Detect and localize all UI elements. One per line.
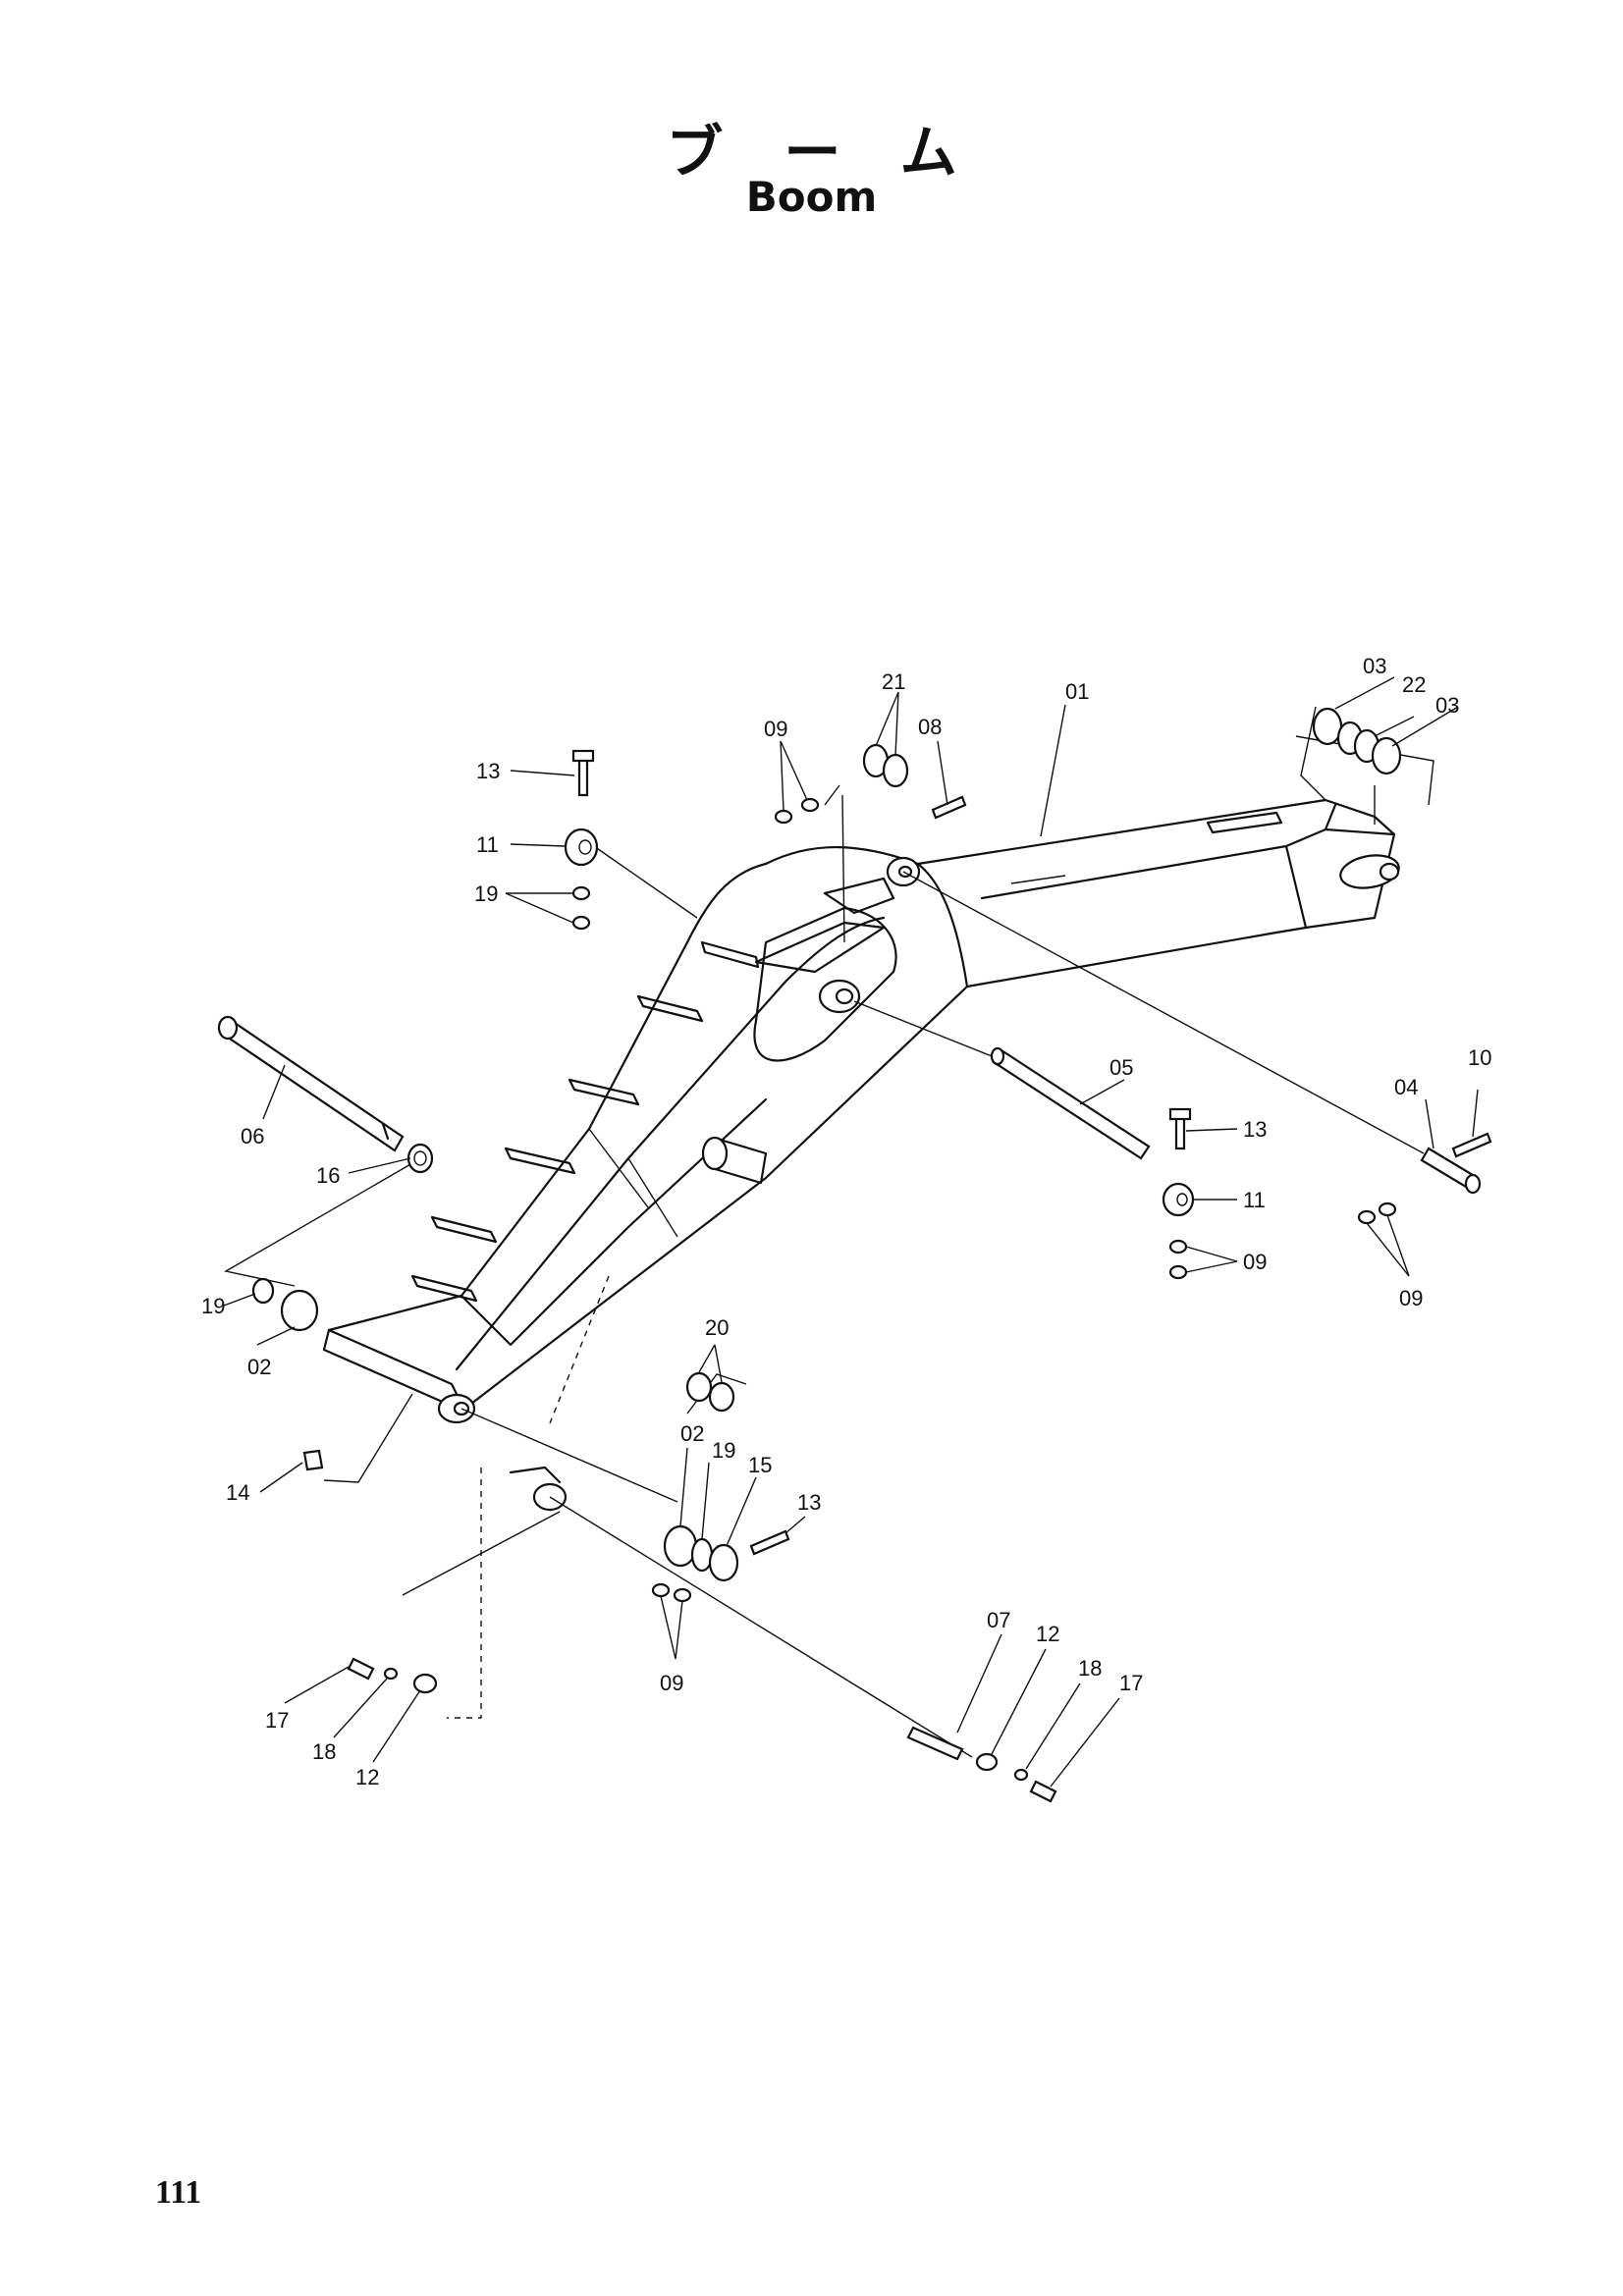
callout-22: 22 [1402, 672, 1426, 697]
callout-12-b: 12 [355, 1765, 379, 1789]
bushing-02-left [280, 1289, 319, 1332]
callout-01: 01 [1065, 679, 1089, 704]
bushing-03-b [1371, 736, 1402, 775]
pin-05 [990, 1046, 1151, 1160]
page-title-english: Boom [745, 173, 878, 221]
callout-10: 10 [1468, 1045, 1491, 1070]
washer-18-right [1013, 1768, 1029, 1782]
washer-20-b [708, 1381, 735, 1413]
callout-11-a: 11 [476, 832, 499, 857]
bolt-10 [1451, 1132, 1492, 1158]
boom-body [322, 798, 1400, 1512]
plate-15 [708, 1543, 739, 1582]
nut-19-a [571, 885, 591, 901]
callout-06: 06 [241, 1124, 264, 1148]
nut-19-b [571, 915, 591, 931]
callout-05: 05 [1109, 1055, 1133, 1080]
callout-19-a: 19 [474, 881, 498, 906]
callout-13-c: 13 [797, 1490, 821, 1515]
callout-09-c: 09 [1399, 1286, 1423, 1310]
ring-16 [406, 1143, 434, 1174]
callout-09-d: 09 [660, 1671, 683, 1695]
callout-18-b: 18 [312, 1739, 336, 1764]
callout-21: 21 [882, 669, 905, 694]
callout-19-c: 19 [712, 1438, 735, 1463]
bushing-02-bottom [663, 1524, 698, 1568]
grease-fitting-14 [302, 1449, 324, 1471]
callout-09-b: 09 [1243, 1250, 1267, 1274]
callout-18-a: 18 [1078, 1656, 1102, 1681]
callout-13-a: 13 [476, 759, 500, 783]
callout-15: 15 [748, 1453, 772, 1477]
callout-07: 07 [987, 1608, 1010, 1632]
ring-19-left [251, 1277, 275, 1305]
plate-12-left [412, 1673, 438, 1694]
pin-06 [217, 1015, 405, 1152]
spacer-11-mid [1162, 1182, 1195, 1217]
callout-08: 08 [918, 715, 942, 739]
callout-09-a: 09 [764, 717, 787, 741]
page-number: 111 [155, 2174, 202, 2211]
callout-17-b: 17 [265, 1708, 289, 1733]
washer-21-b [882, 753, 909, 788]
pin-07 [906, 1726, 964, 1761]
plate-12-right [975, 1752, 999, 1772]
callout-11-b: 11 [1243, 1188, 1266, 1212]
callout-labels: 01 03 22 03 21 09 08 13 11 19 06 16 05 1… [201, 654, 1491, 1789]
page-title-japanese: ブーム [666, 119, 1018, 186]
callout-13-b: 13 [1243, 1117, 1267, 1142]
callout-03-a: 03 [1363, 654, 1386, 678]
ring-19-bottom [690, 1537, 714, 1573]
callout-12-a: 12 [1036, 1622, 1059, 1646]
callout-04: 04 [1394, 1075, 1418, 1099]
washer-18-left [383, 1667, 399, 1681]
callout-02-b: 02 [680, 1421, 704, 1446]
callout-14: 14 [226, 1480, 249, 1505]
bolt-13-bottom [749, 1529, 790, 1556]
washer-20-a [685, 1371, 713, 1403]
bolt-17-right [1029, 1780, 1057, 1803]
callout-03-b: 03 [1435, 693, 1459, 718]
assembly-lines [224, 706, 1434, 1758]
callout-16: 16 [316, 1163, 340, 1188]
callout-17-a: 17 [1119, 1671, 1143, 1695]
callout-leaders [223, 676, 1479, 1788]
spacer-11-top [564, 828, 599, 867]
bolt-17-left [347, 1657, 375, 1681]
callout-20: 20 [705, 1315, 729, 1340]
callout-02-a: 02 [247, 1355, 271, 1379]
callout-19-b: 19 [201, 1294, 225, 1318]
parts [217, 707, 1492, 1803]
bushing-03-a [1312, 707, 1343, 746]
bolt-08 [931, 795, 967, 820]
